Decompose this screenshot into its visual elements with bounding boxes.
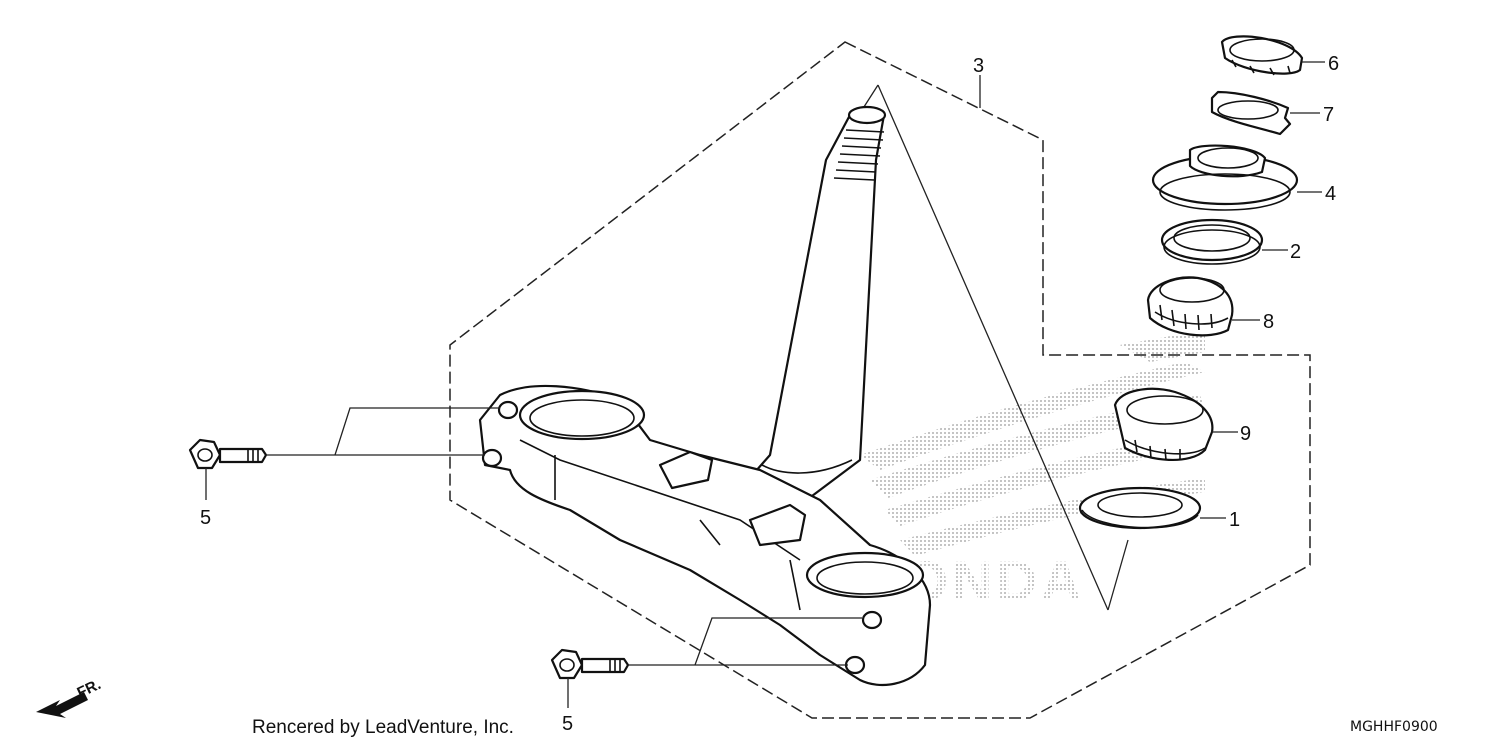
front-marker-label: FR. — [75, 676, 104, 702]
part-4-adjusting-nut — [1151, 144, 1299, 211]
stem-axis-line — [861, 84, 1109, 611]
bottom-bridge — [478, 384, 932, 687]
part-8-upper-bearing — [1146, 276, 1234, 337]
callout-3: 3 — [973, 55, 984, 77]
reference-code: MGHHF0900 — [1350, 719, 1438, 735]
callout-8: 8 — [1263, 311, 1274, 333]
part-2-dust-seal — [1160, 218, 1264, 265]
bolt-bottom — [550, 648, 630, 680]
part-7-lock-washer — [1210, 90, 1292, 136]
callout-2: 2 — [1290, 241, 1301, 263]
callout-4: 4 — [1325, 183, 1336, 205]
bolt-left-leader — [266, 407, 500, 456]
callout-7: 7 — [1323, 104, 1334, 126]
part-6-lock-nut — [1220, 35, 1304, 76]
callout-5-left: 5 — [200, 507, 211, 529]
callout-1: 1 — [1229, 509, 1240, 531]
bolt-left — [188, 438, 268, 470]
assembly-boundary-dashed — [449, 41, 1311, 719]
callout-5-bottom: 5 — [562, 713, 573, 735]
steering-stem-shaft — [746, 105, 887, 507]
honda-wing-watermark — [860, 330, 1205, 556]
callout-6: 6 — [1328, 53, 1339, 75]
part-1-dust-seal — [1078, 486, 1202, 530]
bearing-axis-line — [1107, 539, 1129, 611]
credit-text: Rencered by LeadVenture, Inc. — [252, 717, 514, 738]
bolt-bottom-leader — [628, 617, 862, 666]
part-9-lower-bearing — [1113, 387, 1214, 461]
callout-9: 9 — [1240, 423, 1251, 445]
front-arrow-icon: FR. — [36, 676, 104, 718]
